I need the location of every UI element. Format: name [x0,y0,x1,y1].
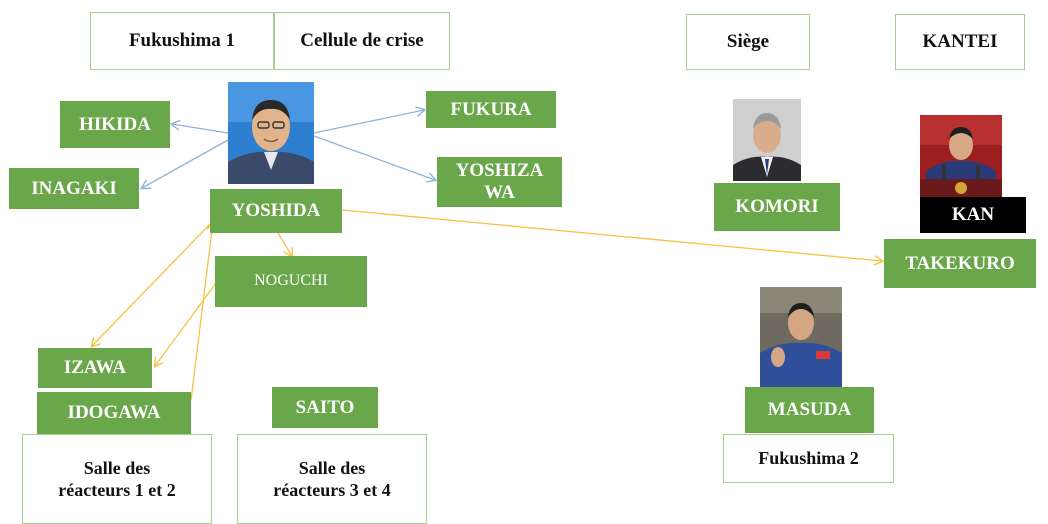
kan-photo [920,115,1002,197]
arrow-idogawa-yoshida [190,222,213,401]
yoshida-photo [228,82,314,184]
header-fukushima1: Fukushima 1 [90,12,274,70]
arrow-noguchi-izawa [155,283,216,366]
komori-photo [733,99,801,181]
tag-yoshida: YOSHIDA [210,189,342,233]
tag-yoshizawa: YOSHIZA WA [437,157,562,207]
masuda-photo [760,287,842,387]
header-siege: Siège [686,14,810,70]
tag-hikida: HIKIDA [60,101,170,148]
tag-inagaki: INAGAKI [9,168,139,209]
tag-noguchi: NOGUCHI [215,256,367,307]
arrow-yoshida-hikida [172,124,229,134]
arrow-yoshida-yoshizawa [313,135,435,180]
tag-saito: SAITO [272,387,378,428]
tag-kan: KAN [920,197,1026,233]
tag-masuda: MASUDA [745,387,874,433]
tag-komori: KOMORI [714,183,840,231]
tag-fukura: FUKURA [426,91,556,128]
location-room-3-4: Salle des réacteurs 3 et 4 [237,434,427,524]
arrow-yoshida-izawa [92,222,212,346]
arrow-yoshida-inagaki [142,139,229,188]
location-fukushima2: Fukushima 2 [723,434,894,483]
tag-idogawa: IDOGAWA [37,392,191,434]
arrow-yoshida-noguchi [277,232,292,256]
header-crisis-cell: Cellule de crise [274,12,450,70]
tag-izawa: IZAWA [38,348,152,388]
arrow-yoshida-takekuro [341,209,882,261]
tag-takekuro: TAKEKURO [884,239,1036,288]
location-room-1-2: Salle des réacteurs 1 et 2 [22,434,212,524]
arrow-yoshida-fukura [313,110,424,134]
header-kantei: KANTEI [895,14,1025,70]
